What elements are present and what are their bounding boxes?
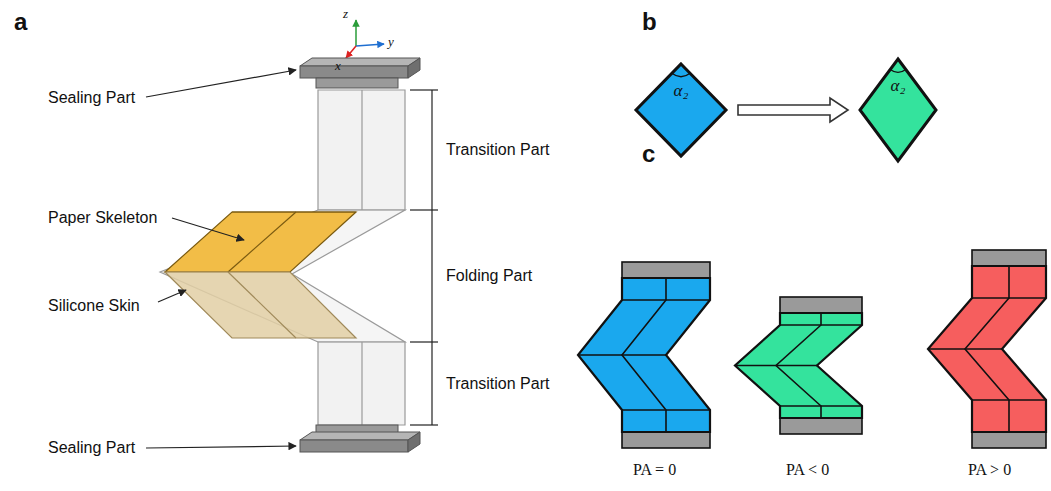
drawing-part bbox=[410, 89, 438, 90]
rhombus bbox=[636, 64, 726, 156]
crease bbox=[622, 278, 666, 432]
dimension-bracket bbox=[410, 90, 438, 425]
axis-label: x bbox=[335, 58, 341, 74]
folded-actuator bbox=[578, 262, 710, 448]
sealing-part bbox=[300, 58, 420, 88]
drawing-part bbox=[300, 432, 420, 440]
drawing-part bbox=[300, 58, 420, 66]
rhombus-shape bbox=[634, 62, 728, 158]
axis-label: y bbox=[388, 34, 394, 50]
panel-letter: a bbox=[14, 8, 27, 37]
folded-actuator bbox=[928, 250, 1046, 448]
panel-letter: b bbox=[642, 8, 657, 37]
axes bbox=[346, 20, 384, 58]
rhombus bbox=[860, 59, 936, 161]
sealing-bar bbox=[972, 250, 1046, 266]
drawing-part bbox=[346, 46, 356, 58]
part-name: Folding Part bbox=[446, 266, 532, 285]
drawing-part bbox=[318, 90, 405, 210]
drawing-part bbox=[165, 212, 356, 272]
actuator-body bbox=[578, 278, 710, 432]
paper-skeleton bbox=[165, 212, 356, 338]
drawing-part bbox=[146, 70, 296, 97]
axis-label: z bbox=[343, 6, 348, 22]
sealing-bar bbox=[972, 432, 1046, 448]
drawing-part bbox=[228, 272, 296, 338]
drawing-part bbox=[300, 66, 408, 78]
drawing-part bbox=[361, 90, 362, 210]
drawing-part bbox=[146, 446, 296, 448]
angle-arc bbox=[672, 73, 690, 76]
drawing-part bbox=[355, 20, 357, 46]
sealing-bar bbox=[622, 432, 710, 448]
transition-arrow bbox=[738, 98, 848, 122]
drawing-part bbox=[165, 272, 356, 338]
sealing-bar bbox=[780, 297, 862, 313]
crease bbox=[965, 266, 1009, 432]
pressure-label: PA = 0 bbox=[633, 460, 676, 479]
pressure-label: PA < 0 bbox=[786, 460, 829, 479]
leader-arrows bbox=[146, 70, 296, 448]
angle-arc bbox=[890, 69, 906, 72]
drawing-part bbox=[410, 341, 438, 342]
drawing-part bbox=[316, 78, 398, 88]
transition-part bbox=[318, 90, 405, 210]
drawing-part bbox=[318, 342, 405, 425]
part-name: Transition Part bbox=[446, 140, 549, 159]
crease bbox=[776, 313, 821, 418]
part-name: Paper Skeleton bbox=[48, 208, 157, 227]
part-name: Transition Part bbox=[446, 374, 549, 393]
drawing-part bbox=[232, 211, 356, 212]
drawing-part bbox=[431, 90, 432, 425]
drawing-part bbox=[160, 210, 405, 342]
angle-label: α₂ bbox=[858, 77, 938, 94]
pressure-label: PA > 0 bbox=[968, 460, 1011, 479]
drawing-part bbox=[172, 218, 244, 240]
folded-actuator bbox=[735, 297, 862, 434]
sealing-bar bbox=[780, 418, 862, 434]
actuator-body bbox=[735, 313, 862, 418]
rhombus-face: α₂ bbox=[634, 62, 728, 158]
angle-label: α₂ bbox=[634, 82, 728, 99]
drawing-part bbox=[356, 44, 384, 46]
drawing-part bbox=[408, 58, 420, 78]
drawing-part bbox=[300, 440, 408, 452]
actuator-body bbox=[928, 266, 1046, 432]
part-name: Silicone Skin bbox=[48, 296, 140, 315]
sealing-bar bbox=[622, 262, 710, 278]
part-name: Sealing Part bbox=[48, 88, 135, 107]
rhombus-shape bbox=[858, 57, 938, 163]
drawing-part bbox=[410, 424, 438, 425]
drawing-part bbox=[408, 432, 420, 452]
part-name: Sealing Part bbox=[48, 438, 135, 457]
silicone-skin bbox=[160, 210, 405, 342]
sealing-part bbox=[300, 425, 420, 452]
rhombus-face: α₂ bbox=[858, 57, 938, 163]
drawing-part bbox=[410, 209, 438, 210]
drawing-part bbox=[228, 212, 296, 272]
drawing-part bbox=[158, 290, 186, 302]
transition-part bbox=[318, 342, 405, 425]
drawing-part bbox=[361, 342, 362, 425]
panel-letter: c bbox=[642, 140, 655, 169]
